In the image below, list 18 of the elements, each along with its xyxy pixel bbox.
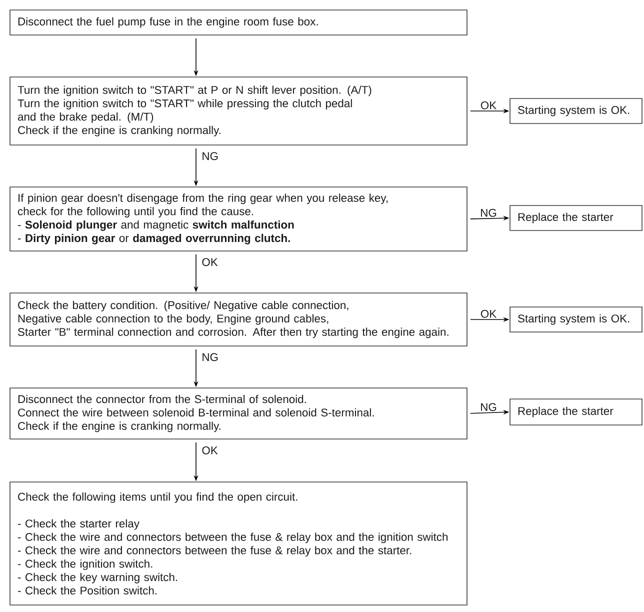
edge-label: OK xyxy=(200,445,219,456)
edge-label: NG xyxy=(479,402,498,412)
edge-label: OK xyxy=(479,308,498,319)
edge-label: OK xyxy=(200,257,219,268)
edge-label: NG xyxy=(200,352,220,362)
edge-label: NG xyxy=(479,208,498,218)
process-box: Check the following items until you find the open circuit. - Check the starter relay - Check the wire and connectors between the fuse & relay box and the ignition switch - Check the wire and connectors between the fuse & relay box and the starter. - Check the ignition switch. - Check the key warning switch. - Check the Position switch. xyxy=(10,482,468,606)
result-box: Replace the starter xyxy=(510,205,642,231)
result-box: Replace the starter xyxy=(510,398,642,426)
result-box: Starting system is OK. xyxy=(510,306,642,332)
process-box: Check the battery condition. (Positive/ Negative cable connection, Negative cable connection to the body, Engine ground cables, Starter "B" terminal connection and corrosion. After then try starting the engine again. xyxy=(10,292,468,346)
process-box: If pinion gear doesn't disengage from the ring gear when you release key, check for the following until you find the cause. - Solenoid plunger and magnetic switch malfunction - Dirty pinion gear or damaged overrunning clutch. xyxy=(10,186,468,252)
result-box: Starting system is OK. xyxy=(510,98,642,124)
process-box: Disconnect the fuel pump fuse in the engine room fuse box. xyxy=(10,10,468,36)
edge-label: OK xyxy=(479,100,498,110)
process-box: Turn the ignition switch to "START" at P or N shift lever position. (A/T) Turn the ignition switch to "START" while pressing the clutch pedal and the brake pedal. (M/T) Check if the engine is cranking normally. xyxy=(10,76,468,146)
process-box: Disconnect the connector from the S-terminal of solenoid. Connect the wire between solenoid B-terminal and solenoid S-terminal. Check if the engine is cranking normally. xyxy=(10,388,468,440)
edge-label: NG xyxy=(200,151,220,162)
